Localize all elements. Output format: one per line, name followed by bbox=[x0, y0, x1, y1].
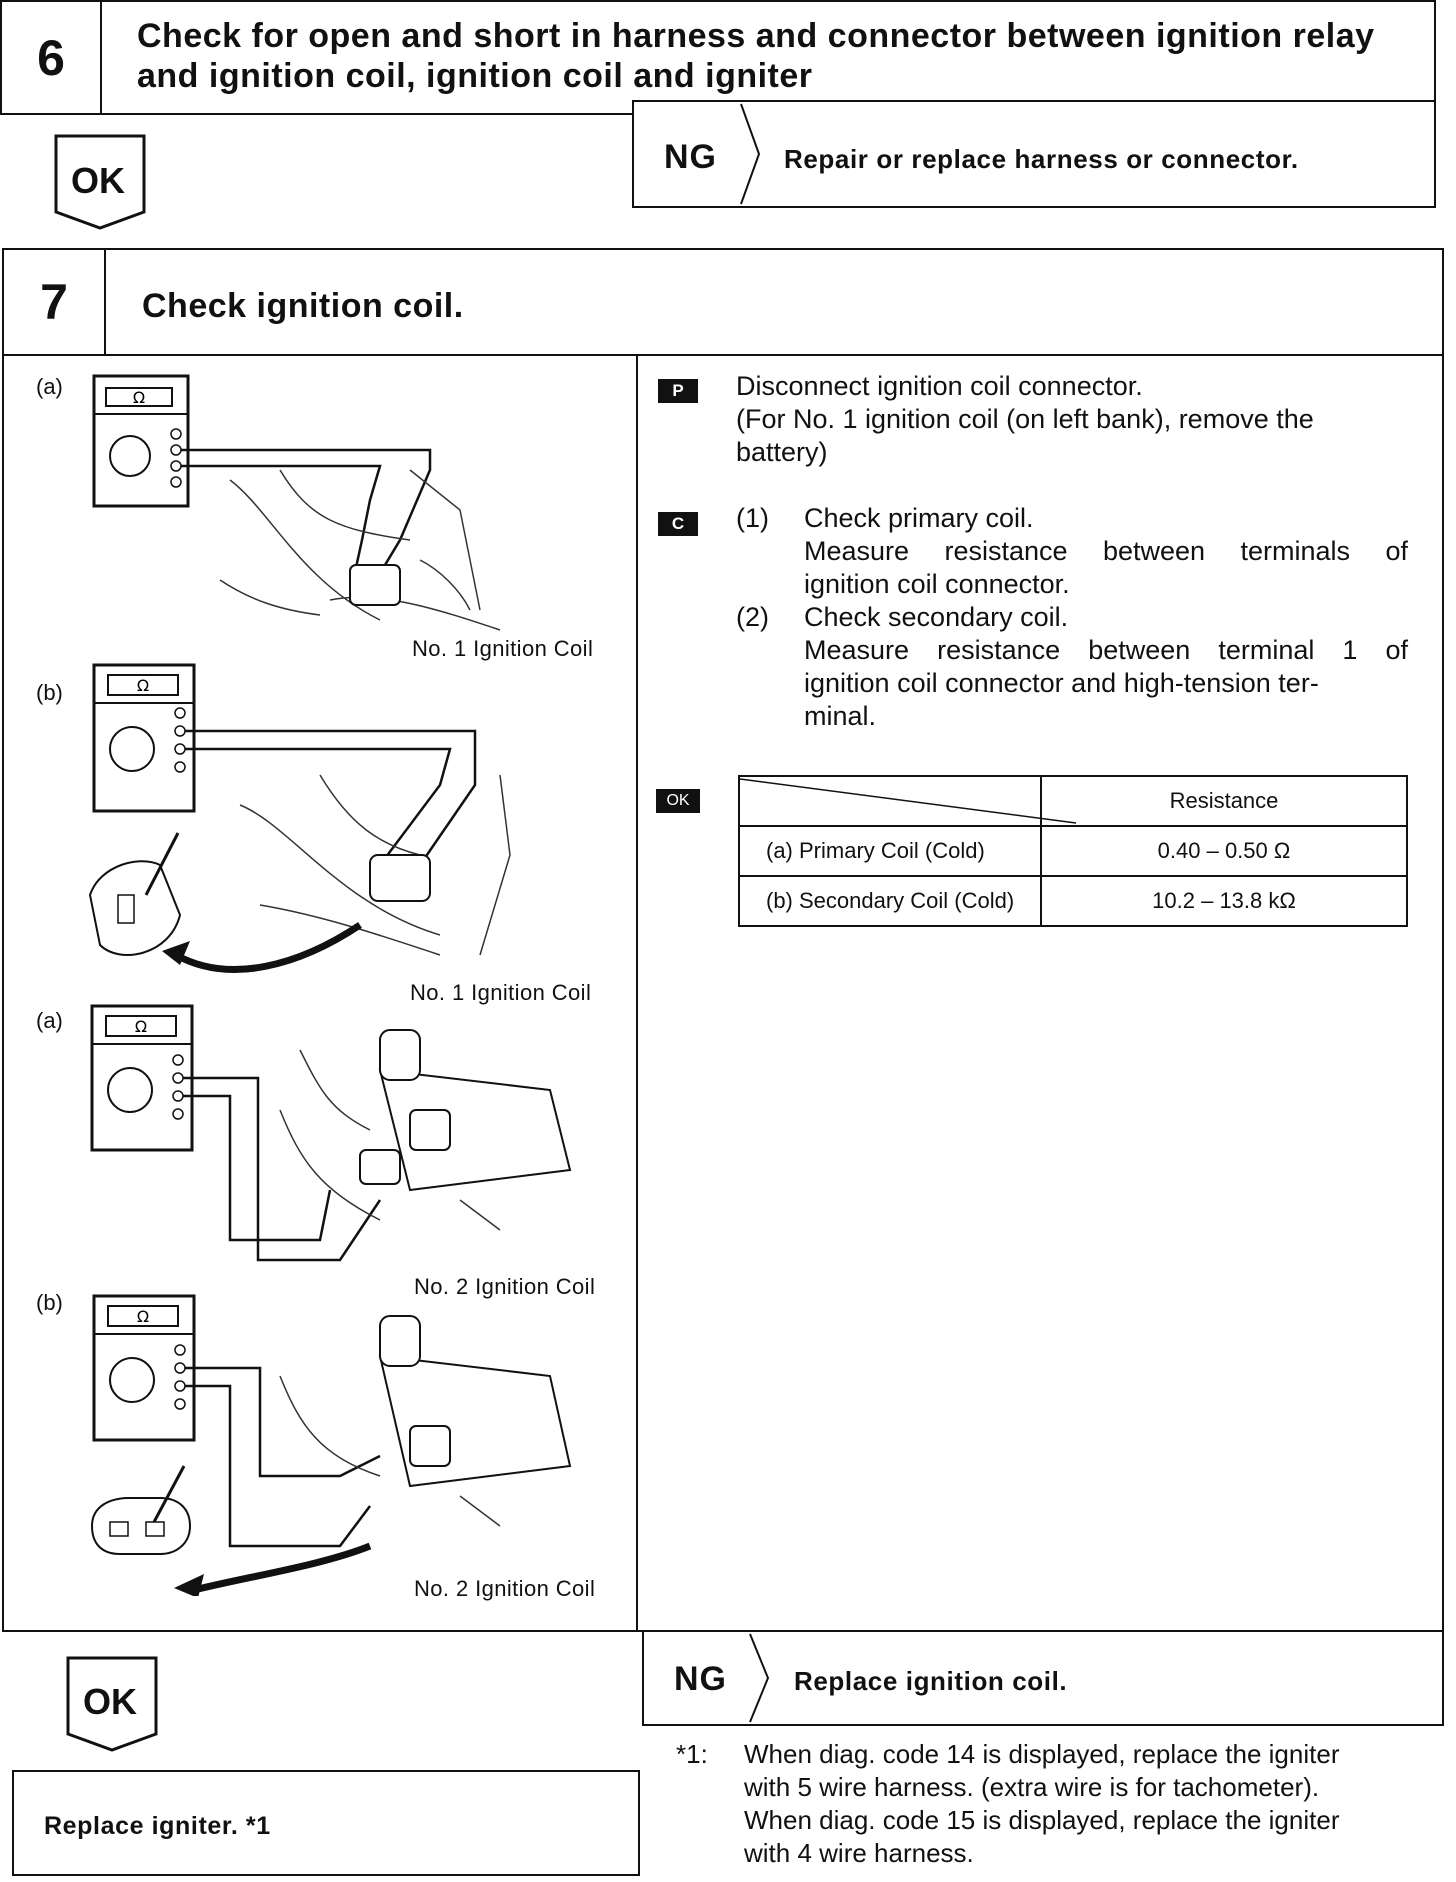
figure3-ohmmeter-diagram: Ω bbox=[90, 1004, 572, 1262]
step6-number: 6 bbox=[2, 2, 102, 113]
step6-ng-box: NG Repair or replace harness or connecto… bbox=[632, 100, 1436, 208]
resistance-table: Resistance (a) Primary Coil (Cold) 0.40 … bbox=[738, 775, 1408, 927]
replace-igniter-box: Replace igniter. *1 bbox=[12, 1770, 640, 1876]
footnote-line2: with 5 wire harness. (extra wire is for … bbox=[744, 1772, 1320, 1802]
step6-ng-action: Repair or replace harness or connector. bbox=[784, 144, 1299, 174]
step7-header-divider bbox=[4, 354, 1442, 356]
step7-column-divider bbox=[636, 354, 638, 1630]
table-row-value: 10.2 – 13.8 kΩ bbox=[1040, 875, 1408, 927]
step7-ng-action: Replace ignition coil. bbox=[794, 1666, 1068, 1696]
step6-ok-label: OK bbox=[71, 160, 125, 201]
figure2-ohm-symbol: Ω bbox=[137, 676, 149, 695]
figure2-ohmmeter-diagram: Ω bbox=[88, 663, 511, 973]
check2-title: Check secondary coil. bbox=[804, 602, 1069, 632]
figure3-caption: No. 2 Ignition Coil bbox=[414, 1274, 596, 1299]
check2-line1: Measure resistance between terminal 1 of bbox=[804, 635, 1408, 665]
prep-line1: Disconnect ignition coil connector. bbox=[736, 371, 1143, 401]
check1-num: (1) bbox=[736, 503, 769, 533]
badge-ok: OK bbox=[656, 789, 700, 813]
figure4-tag: (b) bbox=[36, 1290, 63, 1315]
figure4-caption: No. 2 Ignition Coil bbox=[414, 1576, 596, 1601]
step7-number: 7 bbox=[4, 250, 106, 354]
table-row-label: (b) Secondary Coil (Cold) bbox=[738, 875, 1042, 927]
figure1-caption: No. 1 Ignition Coil bbox=[412, 636, 594, 661]
figure2-caption: No. 1 Ignition Coil bbox=[410, 980, 592, 1005]
step7-ok-arrow-icon bbox=[66, 1656, 158, 1752]
step7-title: Check ignition coil. bbox=[142, 287, 464, 325]
figure3-ohm-symbol: Ω bbox=[135, 1017, 147, 1036]
footnote-line1: When diag. code 14 is displayed, replace… bbox=[744, 1739, 1340, 1769]
badge-p: P bbox=[658, 379, 698, 403]
step7-ng-label: NG bbox=[674, 1660, 727, 1698]
check2-line2: ignition coil connector and high-tension… bbox=[804, 668, 1319, 698]
footnote-marker: *1: bbox=[676, 1739, 708, 1769]
check2-num: (2) bbox=[736, 602, 769, 632]
figure1-tag: (a) bbox=[36, 374, 63, 399]
figure3-tag: (a) bbox=[36, 1008, 63, 1033]
diagonal-line bbox=[740, 778, 1076, 824]
step6-ng-label: NG bbox=[664, 138, 717, 176]
table-row: (a) Primary Coil (Cold) 0.40 – 0.50 Ω bbox=[738, 825, 1408, 877]
check1-line1: Measure resistance between terminals of bbox=[804, 536, 1408, 566]
figure1-ohm-symbol: Ω bbox=[133, 388, 145, 407]
step7-ng-box: NG Replace ignition coil. bbox=[642, 1630, 1444, 1726]
table-row-label: (a) Primary Coil (Cold) bbox=[738, 825, 1042, 877]
step7-frame: 7 Check ignition coil. bbox=[2, 248, 1444, 1632]
table-row-value: 0.40 – 0.50 Ω bbox=[1040, 825, 1408, 877]
badge-c: C bbox=[658, 512, 698, 536]
figure4-ohm-symbol: Ω bbox=[137, 1307, 149, 1326]
prep-line3: battery) bbox=[736, 437, 828, 467]
step6-ok-arrow-icon bbox=[54, 134, 146, 230]
prep-line2: (For No. 1 ignition coil (on left bank),… bbox=[736, 404, 1314, 434]
figure1-ohmmeter-diagram: Ω bbox=[92, 374, 501, 631]
step6-title: Check for open and short in harness and … bbox=[137, 17, 1375, 95]
figure4-ohmmeter-diagram: Ω bbox=[90, 1294, 572, 1596]
check2-line3: minal. bbox=[804, 701, 877, 731]
step7-ng-chevron-icon bbox=[749, 1633, 770, 1723]
figure2-tag: (b) bbox=[36, 680, 63, 705]
table-row: (b) Secondary Coil (Cold) 10.2 – 13.8 kΩ bbox=[738, 875, 1408, 927]
footnote-line4: with 4 wire harness. bbox=[744, 1838, 974, 1868]
table-header-resistance: Resistance bbox=[1040, 775, 1408, 827]
replace-igniter-text: Replace igniter. *1 bbox=[44, 1812, 271, 1840]
check1-line2: ignition coil connector. bbox=[804, 569, 1070, 599]
footnote-line3: When diag. code 15 is displayed, replace… bbox=[744, 1805, 1340, 1835]
step6-header: 6 Check for open and short in harness an… bbox=[0, 0, 1436, 115]
check1-title: Check primary coil. bbox=[804, 503, 1034, 533]
step6-ng-chevron-icon bbox=[740, 103, 761, 205]
table-header-row: Resistance bbox=[738, 775, 1408, 827]
step7-ok-label: OK bbox=[83, 1681, 137, 1722]
table-corner-cell bbox=[738, 775, 1076, 827]
